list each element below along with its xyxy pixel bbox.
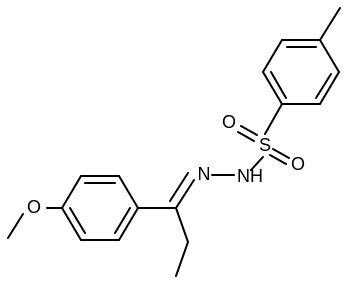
ring-bond — [118, 175, 139, 209]
toluene-ring — [262, 7, 341, 105]
s-o-double-bond — [237, 131, 255, 142]
ring-bond — [319, 71, 340, 105]
ethyl-chain — [175, 207, 189, 277]
anisole-ring — [7, 175, 177, 241]
ethyl-bond — [175, 207, 189, 243]
ring-double-bond — [114, 207, 131, 234]
sulfur-label: S — [259, 135, 271, 155]
ring-bond — [61, 175, 82, 209]
ring-double-bond — [270, 71, 287, 99]
s-o-double-bond — [269, 154, 287, 165]
ring-bond — [262, 71, 283, 105]
methoxy-oxygen-label: O — [27, 197, 41, 217]
s-o-double-bond — [240, 125, 258, 136]
c-n-double-bond — [169, 172, 189, 202]
oxygen-left-label: O — [222, 112, 236, 132]
ring-bond — [262, 39, 283, 73]
methoxy-methyl-bond — [7, 213, 24, 239]
ring-double-bond — [315, 73, 332, 99]
ring-double-bond — [69, 207, 86, 234]
oxygen-bottom-label: O — [291, 154, 305, 174]
ring-bond — [61, 207, 82, 241]
ring-bond — [118, 207, 139, 241]
ethyl-bond — [175, 241, 189, 277]
sulfonyl-group — [237, 103, 290, 171]
s-nh-bond — [250, 156, 264, 171]
c-n-double-bond — [175, 179, 195, 209]
nh-label: NH — [237, 166, 263, 186]
ring-bond — [319, 39, 340, 73]
hydrazone-linker — [169, 172, 235, 209]
methyl-bond — [319, 7, 341, 41]
s-o-double-bond — [272, 148, 290, 159]
imine-nitrogen-label: N — [198, 164, 211, 184]
ring-to-sulfur-bond — [264, 103, 283, 135]
